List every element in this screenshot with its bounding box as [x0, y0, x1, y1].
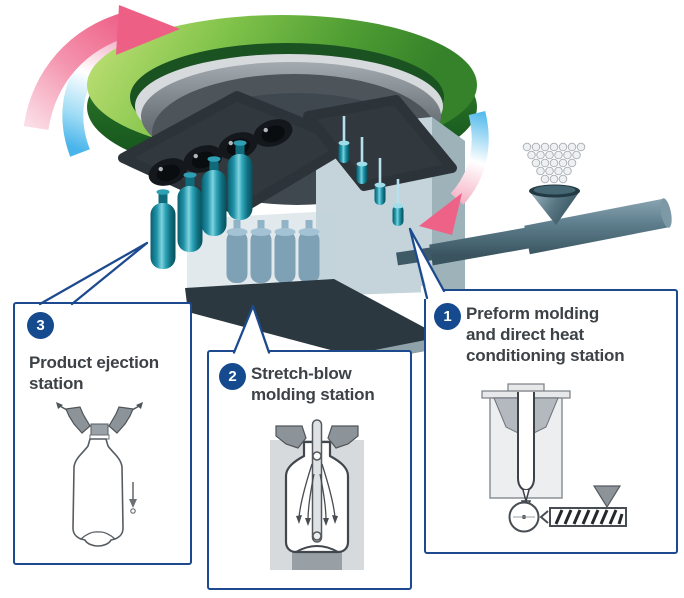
- resin-hopper-funnel: [529, 184, 580, 225]
- ejected-bottle: [72, 423, 124, 547]
- station-title-line: Preform molding: [466, 304, 600, 323]
- rotation-arrow-right: [419, 111, 489, 235]
- preform-station-illustration: [481, 383, 627, 533]
- rotation-arrow-top: [23, 5, 180, 131]
- stretch-rod: [311, 419, 323, 543]
- station-title-line: and direct heat: [466, 325, 584, 344]
- neck-clamps: [275, 425, 359, 449]
- stretch-blow-station-illustration: [270, 419, 364, 570]
- blow-mold-block: [187, 211, 333, 296]
- translucent-mold-face: [188, 211, 333, 296]
- station-title: Stretch-blow molding station: [251, 363, 375, 405]
- preforms: [338, 116, 404, 226]
- injection-mold-cross-section: [481, 383, 571, 516]
- arrowhead: [419, 193, 462, 235]
- mold-base: [292, 552, 342, 570]
- mold-cavity: [148, 158, 188, 186]
- preform-cavity: [517, 392, 535, 492]
- bottle-base-dome: [295, 545, 339, 553]
- gripper-claws: [56, 402, 143, 434]
- station-title: Preform molding and direct heat conditio…: [466, 303, 625, 366]
- resin-pellets: [522, 142, 586, 184]
- arrowhead: [116, 5, 180, 55]
- mold-cavity: [253, 119, 293, 147]
- ejection-station-illustration: [56, 402, 143, 547]
- station-title-line: Product ejection: [29, 353, 159, 372]
- bottle: [201, 156, 227, 236]
- station-number-badge: 3: [27, 312, 54, 339]
- drop-arrow: [129, 482, 137, 514]
- preform: [338, 116, 350, 163]
- preform: [374, 158, 386, 205]
- station-number-badge: 2: [219, 363, 246, 390]
- station-box-1: 1 Preform molding and direct heat condit…: [424, 289, 678, 554]
- station-title-line: Stretch-blow: [251, 364, 352, 383]
- station-title-line: molding station: [251, 385, 375, 404]
- bottle: [150, 189, 176, 269]
- screw-hopper-icon: [592, 485, 622, 509]
- station-title: Product ejection station: [29, 352, 180, 394]
- bottle: [177, 172, 203, 252]
- hanging-bottles: [150, 140, 253, 269]
- station-number-badge: 1: [434, 303, 461, 330]
- flow-chevron: [539, 510, 549, 524]
- station-title-line: station: [29, 374, 84, 393]
- station-title-line: conditioning station: [466, 346, 625, 365]
- preform: [392, 179, 404, 226]
- air-flow-arrows: [296, 463, 338, 526]
- injection-wheel: [508, 501, 540, 533]
- bottle: [227, 140, 253, 220]
- station-box-2: 2 Stretch-blow molding station: [207, 350, 412, 590]
- injection-screw: [549, 507, 627, 527]
- preform: [356, 137, 368, 184]
- station-box-3: 3 Product ejection station: [13, 302, 192, 565]
